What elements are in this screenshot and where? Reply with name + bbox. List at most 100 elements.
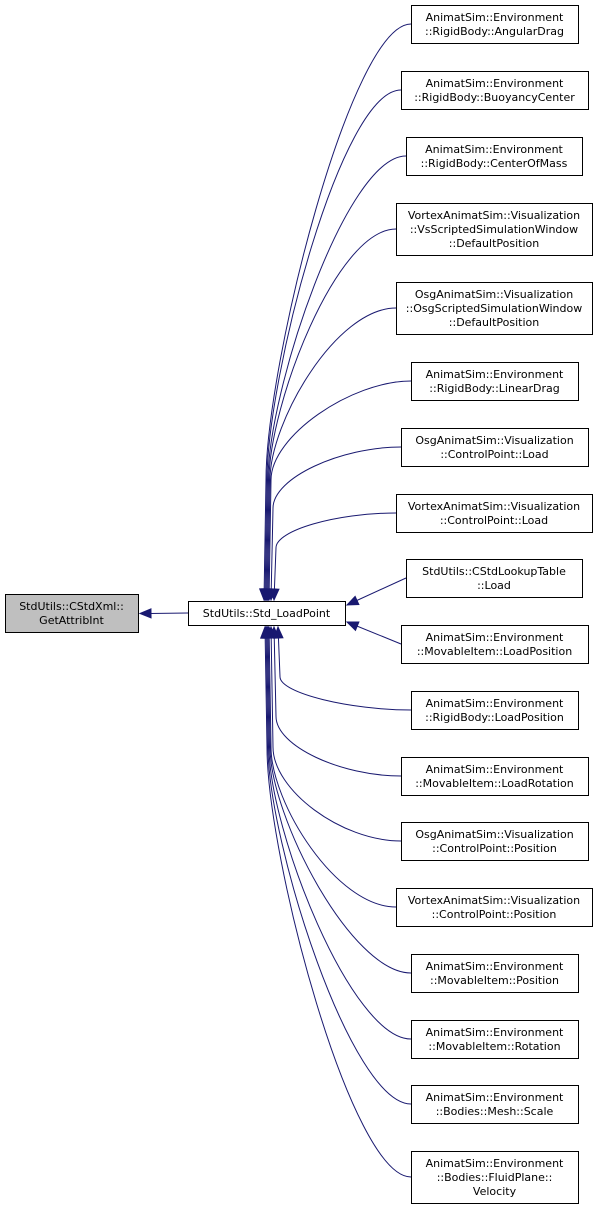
node-caller-11-box xyxy=(411,691,579,730)
edge-caller-3 xyxy=(265,155,407,601)
edge-caller-6 xyxy=(268,380,412,601)
node-caller-6-label: AnimatSim::Environment xyxy=(426,368,564,381)
node-caller-16-label: ::MovableItem::Rotation xyxy=(428,1040,560,1053)
node-caller-1-label: AnimatSim::Environment xyxy=(426,11,564,24)
node-caller-16-label: AnimatSim::Environment xyxy=(426,1026,564,1039)
node-caller-10-label: ::MovableItem::LoadPosition xyxy=(417,645,572,658)
node-caller-7-label: ::ControlPoint::Load xyxy=(440,448,548,461)
node-caller-16-box xyxy=(411,1020,579,1059)
edge-caller-12 xyxy=(273,626,402,777)
node-caller-12-box xyxy=(401,757,589,796)
node-caller-17-box xyxy=(411,1085,579,1124)
node-caller-17-label: AnimatSim::Environment xyxy=(426,1091,564,1104)
node-caller-3-label: AnimatSim::Environment xyxy=(425,143,563,156)
node-caller-7-box xyxy=(401,428,589,467)
node-caller-12-label: ::MovableItem::LoadRotation xyxy=(415,777,574,790)
node-caller-16[interactable]: AnimatSim::Environment::MovableItem::Rot… xyxy=(411,1020,579,1059)
node-caller-5-label: ::DefaultPosition xyxy=(449,316,539,329)
edge-caller-4 xyxy=(266,228,397,601)
node-caller-11[interactable]: AnimatSim::Environment::RigidBody::LoadP… xyxy=(411,691,579,730)
node-caller-9[interactable]: StdUtils::CStdLookupTable::Load xyxy=(406,559,583,598)
node-caller-7[interactable]: OsgAnimatSim::Visualization::ControlPoin… xyxy=(401,428,589,467)
edge-caller-7 xyxy=(270,446,402,601)
node-caller-17-label: ::Bodies::Mesh::Scale xyxy=(436,1105,554,1118)
node-caller-14[interactable]: VortexAnimatSim::Visualization::ControlP… xyxy=(396,888,593,927)
node-caller-2-label: AnimatSim::Environment xyxy=(426,77,564,90)
node-caller-6-label: ::RigidBody::LinearDrag xyxy=(429,382,559,395)
edge-caller-10-arrow xyxy=(345,621,360,632)
node-caller-17[interactable]: AnimatSim::Environment::Bodies::Mesh::Sc… xyxy=(411,1085,579,1124)
graph-nodes: StdUtils::CStdXml::GetAttribIntStdUtils:… xyxy=(5,5,593,1204)
node-std-loadpoint-box xyxy=(188,601,346,626)
node-caller-4-label: ::DefaultPosition xyxy=(449,237,539,250)
node-caller-7-label: OsgAnimatSim::Visualization xyxy=(415,434,573,447)
node-caller-9-label: ::Load xyxy=(477,579,511,592)
node-caller-13[interactable]: OsgAnimatSim::Visualization::ControlPoin… xyxy=(401,822,589,861)
node-caller-15[interactable]: AnimatSim::Environment::MovableItem::Pos… xyxy=(411,954,579,993)
graph-edges xyxy=(138,23,412,1178)
node-caller-4[interactable]: VortexAnimatSim::Visualization::VsScript… xyxy=(396,203,593,256)
node-caller-12[interactable]: AnimatSim::Environment::MovableItem::Loa… xyxy=(401,757,589,796)
node-std-loadpoint[interactable]: StdUtils::Std_LoadPoint xyxy=(188,601,346,626)
node-caller-18-label: Velocity xyxy=(473,1185,517,1198)
node-caller-5[interactable]: OsgAnimatSim::Visualization::OsgScripted… xyxy=(396,282,593,335)
node-caller-13-label: OsgAnimatSim::Visualization xyxy=(415,828,573,841)
edge-caller-1 xyxy=(263,23,412,601)
node-caller-18[interactable]: AnimatSim::Environment::Bodies::FluidPla… xyxy=(411,1151,579,1204)
node-caller-14-box xyxy=(396,888,593,927)
node-caller-2[interactable]: AnimatSim::Environment::RigidBody::Buoya… xyxy=(401,71,589,110)
node-caller-18-box xyxy=(411,1151,579,1204)
edge-caller-14 xyxy=(268,626,397,908)
node-caller-2-label: ::RigidBody::BuoyancyCenter xyxy=(414,91,575,104)
edge-caller-18 xyxy=(264,626,412,1178)
node-caller-3-box xyxy=(406,137,583,176)
edge-caller-16 xyxy=(266,626,412,1040)
edge-caller-5 xyxy=(267,307,397,601)
edge-caller-11 xyxy=(277,626,412,711)
node-caller-4-box xyxy=(396,203,593,256)
node-caller-5-label: OsgAnimatSim::Visualization xyxy=(415,288,573,301)
node-getattribint[interactable]: StdUtils::CStdXml::GetAttribInt xyxy=(5,594,139,633)
node-caller-10[interactable]: AnimatSim::Environment::MovableItem::Loa… xyxy=(401,625,589,664)
node-caller-14-label: VortexAnimatSim::Visualization xyxy=(408,894,580,907)
node-caller-5-box xyxy=(396,282,593,335)
node-caller-13-label: ::ControlPoint::Position xyxy=(432,842,557,855)
node-caller-8[interactable]: VortexAnimatSim::Visualization::ControlP… xyxy=(396,494,593,533)
node-caller-8-box xyxy=(396,494,593,533)
node-caller-11-label: AnimatSim::Environment xyxy=(426,697,564,710)
node-caller-2-box xyxy=(401,71,589,110)
node-caller-10-label: AnimatSim::Environment xyxy=(426,631,564,644)
node-getattribint-label: StdUtils::CStdXml:: xyxy=(19,600,124,613)
node-getattribint-box xyxy=(5,594,139,633)
node-caller-11-label: ::RigidBody::LoadPosition xyxy=(425,711,564,724)
node-caller-9-box xyxy=(406,559,583,598)
node-caller-18-label: AnimatSim::Environment xyxy=(426,1157,564,1170)
edge-caller-17 xyxy=(265,626,412,1105)
node-caller-1[interactable]: AnimatSim::Environment::RigidBody::Angul… xyxy=(411,5,579,44)
node-caller-18-label: ::Bodies::FluidPlane:: xyxy=(437,1171,553,1184)
edge-caller-8 xyxy=(273,512,397,601)
node-caller-6-box xyxy=(411,362,579,401)
node-caller-8-label: VortexAnimatSim::Visualization xyxy=(408,500,580,513)
node-caller-13-box xyxy=(401,822,589,861)
edge-hub-to-root xyxy=(149,612,189,614)
edge-caller-2 xyxy=(264,89,402,601)
node-caller-3-label: ::RigidBody::CenterOfMass xyxy=(421,157,568,170)
node-caller-15-label: AnimatSim::Environment xyxy=(426,960,564,973)
node-caller-6[interactable]: AnimatSim::Environment::RigidBody::Linea… xyxy=(411,362,579,401)
edge-caller-8-arrow xyxy=(269,588,280,602)
node-caller-4-label: ::VsScriptedSimulationWindow xyxy=(410,223,578,236)
node-caller-12-label: AnimatSim::Environment xyxy=(426,763,564,776)
edge-caller-13 xyxy=(270,626,402,842)
node-caller-8-label: ::ControlPoint::Load xyxy=(440,514,548,527)
node-caller-4-label: VortexAnimatSim::Visualization xyxy=(408,209,580,222)
node-caller-14-label: ::ControlPoint::Position xyxy=(432,908,557,921)
node-caller-3[interactable]: AnimatSim::Environment::RigidBody::Cente… xyxy=(406,137,583,176)
node-caller-5-label: ::OsgScriptedSimulationWindow xyxy=(406,302,582,315)
node-getattribint-label: GetAttribInt xyxy=(39,614,104,627)
edge-caller-15 xyxy=(267,626,412,974)
edge-caller-18-arrow xyxy=(259,625,271,639)
node-caller-10-box xyxy=(401,625,589,664)
node-caller-9-label: StdUtils::CStdLookupTable xyxy=(422,565,566,578)
